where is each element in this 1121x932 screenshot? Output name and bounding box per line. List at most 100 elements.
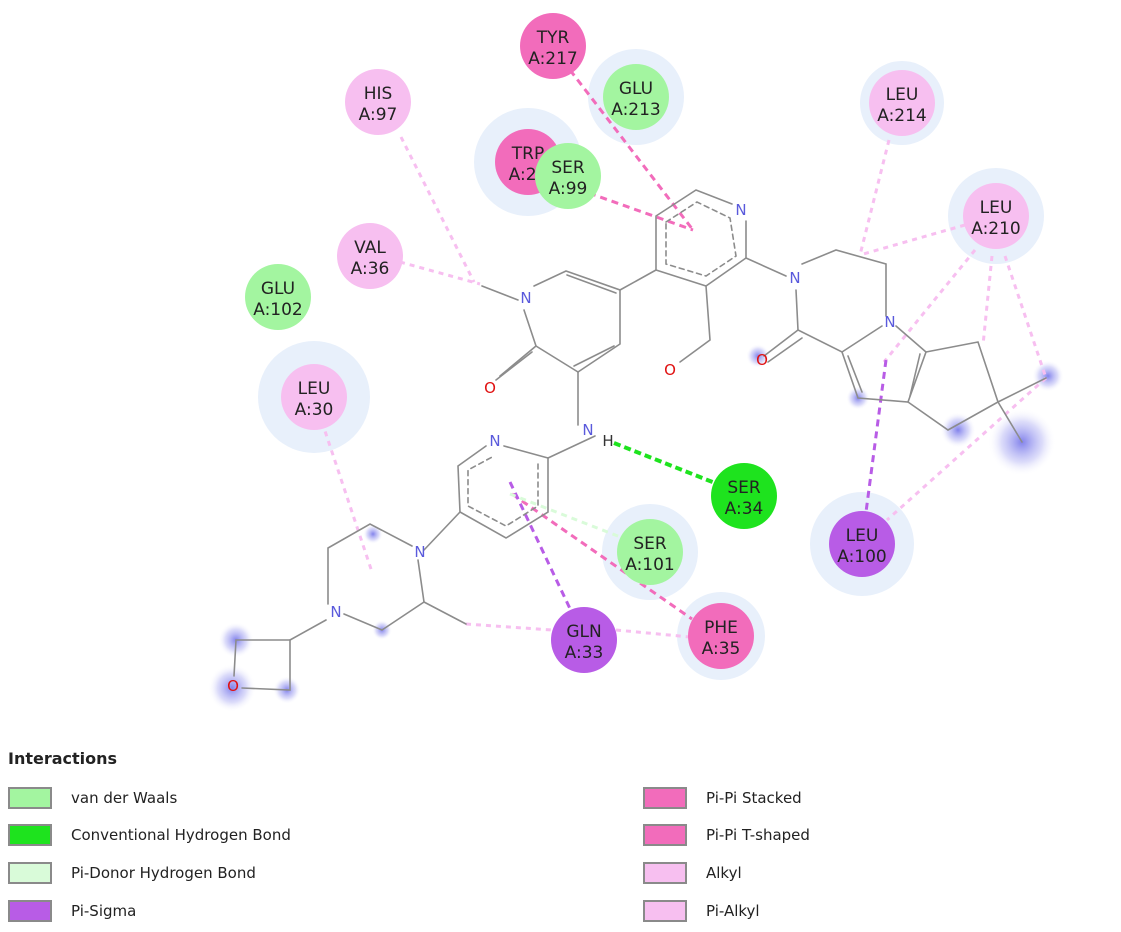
legend-label: Pi-Donor Hydrogen Bond	[71, 864, 256, 882]
atom-labels: N O N H N O N O N N N N O	[227, 201, 896, 695]
legend-swatch	[643, 900, 687, 922]
residue-id: A:214	[877, 106, 927, 126]
bond	[423, 511, 461, 551]
residue-disc	[711, 463, 777, 529]
bond	[327, 523, 413, 605]
residue-disc	[688, 603, 754, 669]
legend-item-conventional-hbond: Conventional Hydrogen Bond	[8, 822, 291, 848]
legend-label: Alkyl	[706, 864, 742, 882]
pi-sigma-interaction-line	[508, 481, 575, 616]
residue-name: GLU	[261, 279, 295, 299]
residue-disc	[829, 511, 895, 577]
nitrogen-atom-label: N	[582, 421, 593, 439]
alkyl-interaction-line	[320, 421, 374, 573]
residue-id: A:101	[625, 555, 675, 575]
residue-disc	[535, 143, 601, 209]
atom-glow	[1032, 360, 1064, 392]
interaction-diagram: N O N H N O N O N N N N O TYRA:217GLUA:2…	[208, 13, 1064, 712]
bond	[495, 351, 533, 381]
residue-disc	[337, 223, 403, 289]
pi-pi-interaction-line	[568, 69, 695, 231]
oxygen-atom-label: O	[664, 361, 676, 379]
bond	[767, 337, 803, 363]
bond	[997, 377, 1047, 403]
legend-item-van-der-waals: van der Waals	[8, 785, 177, 811]
residue-disc	[520, 13, 586, 79]
legend-item-alkyl: Alkyl	[643, 860, 742, 886]
residue-disc	[869, 70, 935, 136]
bond	[573, 345, 615, 367]
hbond-interaction-line	[613, 441, 716, 485]
alkyl-interaction-line	[859, 223, 966, 257]
nitrogen-atom-label: N	[789, 269, 800, 287]
nitrogen-atom-label: N	[489, 432, 500, 450]
residue-name: GLU	[619, 79, 653, 99]
pi-sigma-interaction-line	[864, 359, 888, 513]
legend-label: Conventional Hydrogen Bond	[71, 826, 291, 844]
residue-name: LEU	[886, 85, 919, 105]
legend-title: Interactions	[8, 749, 118, 768]
alkyl-interaction-line	[399, 260, 481, 286]
alkyl-interaction-line	[858, 139, 891, 256]
residue-disc	[245, 264, 311, 330]
residue-name: SER	[551, 158, 585, 178]
hydrogen-atom-label: H	[602, 432, 613, 450]
legend-swatch	[643, 787, 687, 809]
oxygen-atom-label: O	[756, 351, 768, 369]
residue-disc	[617, 519, 683, 585]
bond	[481, 285, 519, 301]
residue-id: A:97	[359, 105, 398, 125]
legend-label: Pi-Alkyl	[706, 902, 760, 920]
residue-id: A:35	[702, 639, 741, 659]
legend-label: Pi-Pi Stacked	[706, 789, 802, 807]
residue-id: A:102	[253, 300, 303, 320]
residue-name: LEU	[298, 379, 331, 399]
nitrogen-atom-label: N	[735, 201, 746, 219]
residue-id: A:210	[971, 219, 1021, 239]
interaction-lines	[320, 69, 1048, 639]
bond	[801, 249, 887, 317]
residue-disc	[281, 364, 347, 430]
nitrogen-atom-label: N	[330, 603, 341, 621]
bond	[467, 455, 539, 527]
residue-id: A:33	[565, 643, 604, 663]
bond	[289, 619, 327, 641]
legend-label: van der Waals	[71, 789, 178, 807]
legend-item-pi-alkyl: Pi-Alkyl	[643, 898, 760, 924]
legend-swatch	[643, 824, 687, 846]
legend-item-pi-sigma: Pi-Sigma	[8, 898, 136, 924]
bond	[503, 445, 549, 459]
legend-swatch	[8, 787, 52, 809]
ligand-structure	[233, 189, 1047, 691]
residue-name: LEU	[980, 198, 1013, 218]
residue-name: LEU	[846, 526, 879, 546]
bond	[679, 285, 711, 363]
bond	[523, 309, 579, 373]
alkyl-interaction-line	[465, 622, 553, 632]
residue-id: A:217	[528, 49, 578, 69]
nitrogen-atom-label: N	[414, 543, 425, 561]
bond	[566, 274, 617, 294]
bond	[997, 401, 1023, 443]
atom-glow	[208, 664, 256, 712]
residue-id: A:36	[351, 259, 390, 279]
residue-name: TRP	[511, 144, 544, 164]
legend-label: Pi-Sigma	[71, 902, 137, 920]
residue-id: A:213	[611, 100, 661, 120]
atom-glow	[746, 344, 770, 368]
legend-item-pi-donor-hbond: Pi-Donor Hydrogen Bond	[8, 860, 256, 886]
nitrogen-atom-label: N	[520, 289, 531, 307]
residue-id: A:34	[725, 499, 764, 519]
alkyl-interaction-line	[981, 255, 994, 346]
